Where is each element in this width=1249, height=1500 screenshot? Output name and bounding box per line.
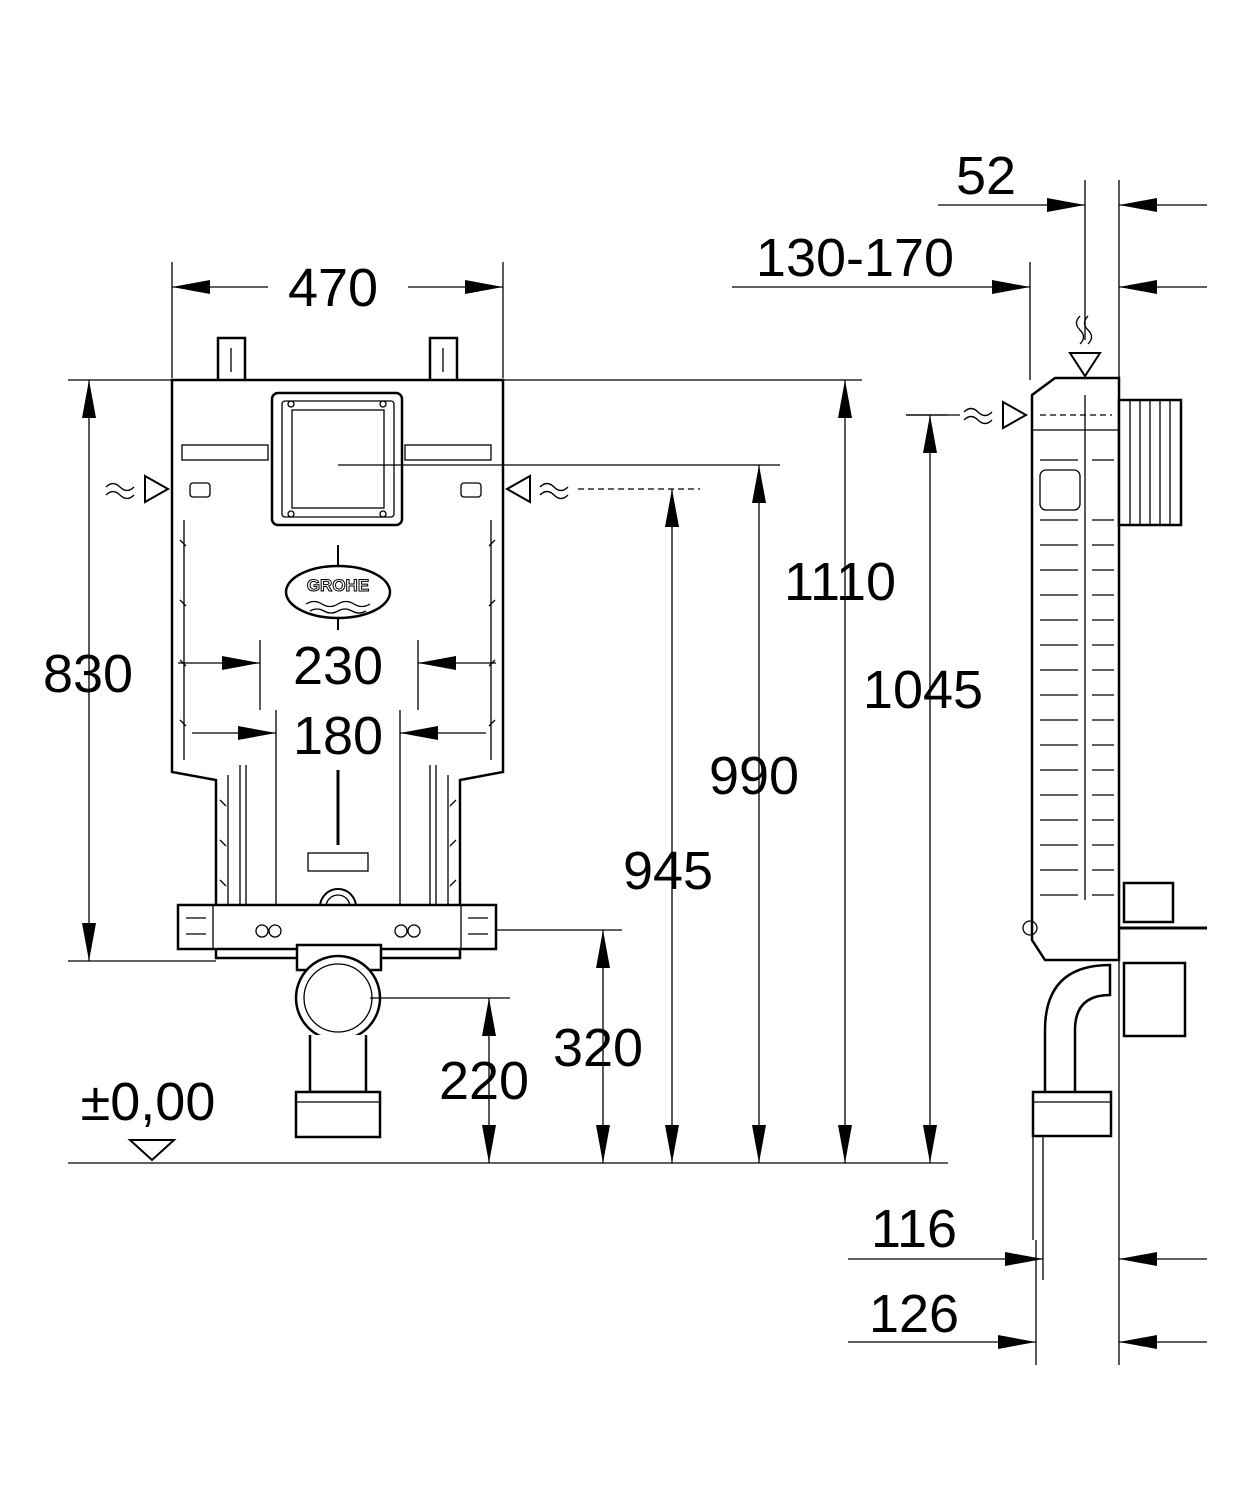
dim-220: 220: [439, 1051, 529, 1111]
side-inlet-left: [906, 400, 1112, 430]
dim-1110: 1110: [784, 552, 896, 612]
dim-52: 52: [956, 146, 1016, 206]
bottom-bracket: [176, 903, 498, 951]
dim-320: 320: [553, 1018, 643, 1078]
svg-text:GROHE: GROHE: [307, 576, 369, 595]
front-view: GROHE: [105, 336, 700, 1139]
dim-180: 180: [293, 706, 383, 766]
dim-130-170: 130-170: [756, 228, 954, 288]
dim-830: 830: [43, 644, 133, 704]
grohe-logo: GROHE: [284, 545, 392, 630]
top-hook-left: [216, 336, 247, 380]
inlet-label-right: [404, 444, 492, 498]
dim-470: 470: [288, 258, 378, 318]
dim-126: 126: [869, 1284, 959, 1344]
dim-230: 230: [293, 636, 383, 696]
floor-level-triangle: [127, 1139, 177, 1162]
dimension-labels: 470 830 230 180 1110 1045 990 945 320 22…: [43, 146, 1016, 1344]
drain-outlet: [294, 943, 383, 1139]
inspection-opening: [270, 391, 404, 527]
side-inlet-top: [1068, 315, 1102, 378]
top-hook-right: [428, 336, 459, 380]
dim-floor-level: ±0,00: [81, 1072, 216, 1132]
dim-945: 945: [623, 841, 713, 901]
dim-990: 990: [709, 746, 799, 806]
dim-1045: 1045: [863, 660, 983, 720]
frame-outline: [170, 378, 505, 960]
inlet-label-left: [181, 444, 269, 498]
dim-116: 116: [871, 1199, 957, 1259]
side-view: [732, 180, 1207, 1365]
side-drain-elbow: [1043, 963, 1112, 1097]
water-inlet-right: [504, 474, 700, 504]
water-inlet-left: [105, 474, 171, 504]
dimension-lines: [68, 262, 948, 1164]
side-connector-top: [1117, 398, 1183, 527]
